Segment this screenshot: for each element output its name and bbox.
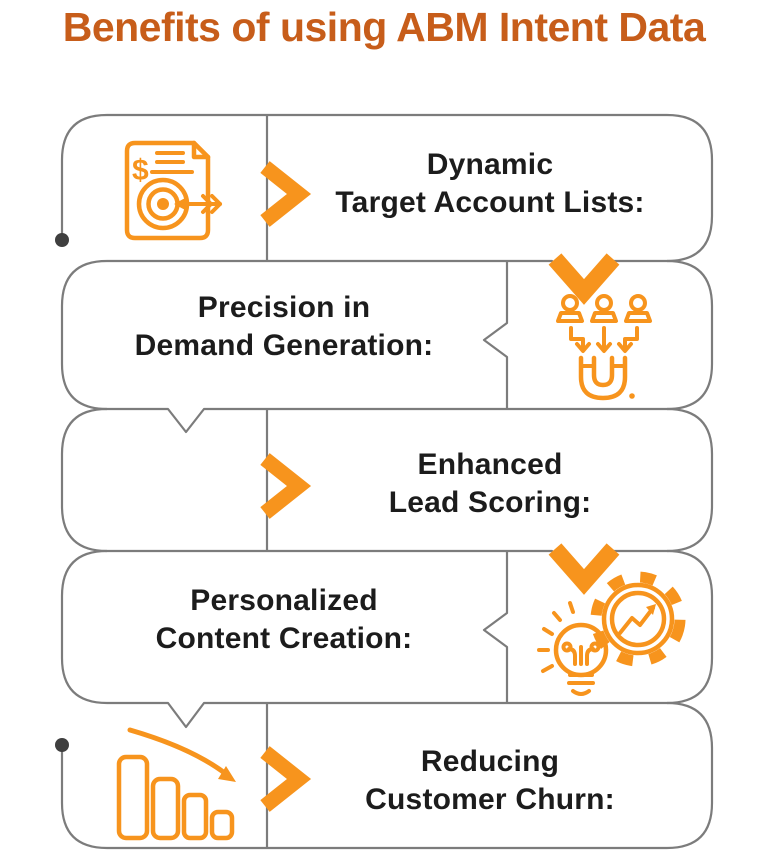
benefit-5-line-2: Customer Churn:: [365, 783, 615, 816]
connector-dot-top: [55, 233, 69, 247]
benefit-label-3: Enhanced Lead Scoring:: [389, 446, 592, 522]
benefit-3-line-2: Lead Scoring:: [388, 486, 592, 519]
benefit-box-4: [60, 549, 714, 729]
benefit-4-line-1: Personalized: [190, 584, 378, 617]
benefit-label-1: Dynamic Target Account Lists:: [335, 146, 644, 222]
chevron-right-icon-1: [260, 161, 312, 227]
benefit-1-line-2: Target Account Lists:: [335, 186, 645, 219]
benefit-label-4: Personalized Content Creation:: [156, 582, 413, 658]
arrow-down-icon-1: [548, 253, 620, 305]
idea-gear-icon: [537, 571, 686, 696]
invoice-target-icon: $: [124, 140, 222, 241]
divider-line-4: [482, 552, 509, 702]
benefit-2-line-2: Demand Generation:: [134, 329, 434, 362]
benefit-4-line-2: Content Creation:: [155, 622, 413, 655]
chevron-right-icon-2: [260, 453, 312, 519]
declining-bar-chart-icon: [116, 727, 236, 841]
benefit-3-line-1: Enhanced: [417, 448, 563, 481]
benefit-label-2: Precision in Demand Generation:: [135, 289, 434, 365]
benefit-2-line-1: Precision in: [197, 291, 371, 324]
benefit-label-5: Reducing Customer Churn:: [365, 743, 615, 819]
audience-magnet-icon: [556, 294, 652, 401]
benefit-5-line-1: Reducing: [420, 745, 560, 778]
benefit-1-line-1: Dynamic: [426, 148, 554, 181]
chevron-right-icon-3: [260, 746, 312, 812]
benefit-box-5: [60, 701, 714, 850]
divider-line-2: [482, 262, 509, 408]
connector-dot-bottom: [55, 738, 69, 752]
page-title: Benefits of using ABM Intent Data: [62, 4, 706, 50]
dollar-glyph: $: [132, 154, 149, 187]
benefit-box-1: [60, 113, 714, 263]
arrow-down-icon-2: [548, 543, 620, 595]
